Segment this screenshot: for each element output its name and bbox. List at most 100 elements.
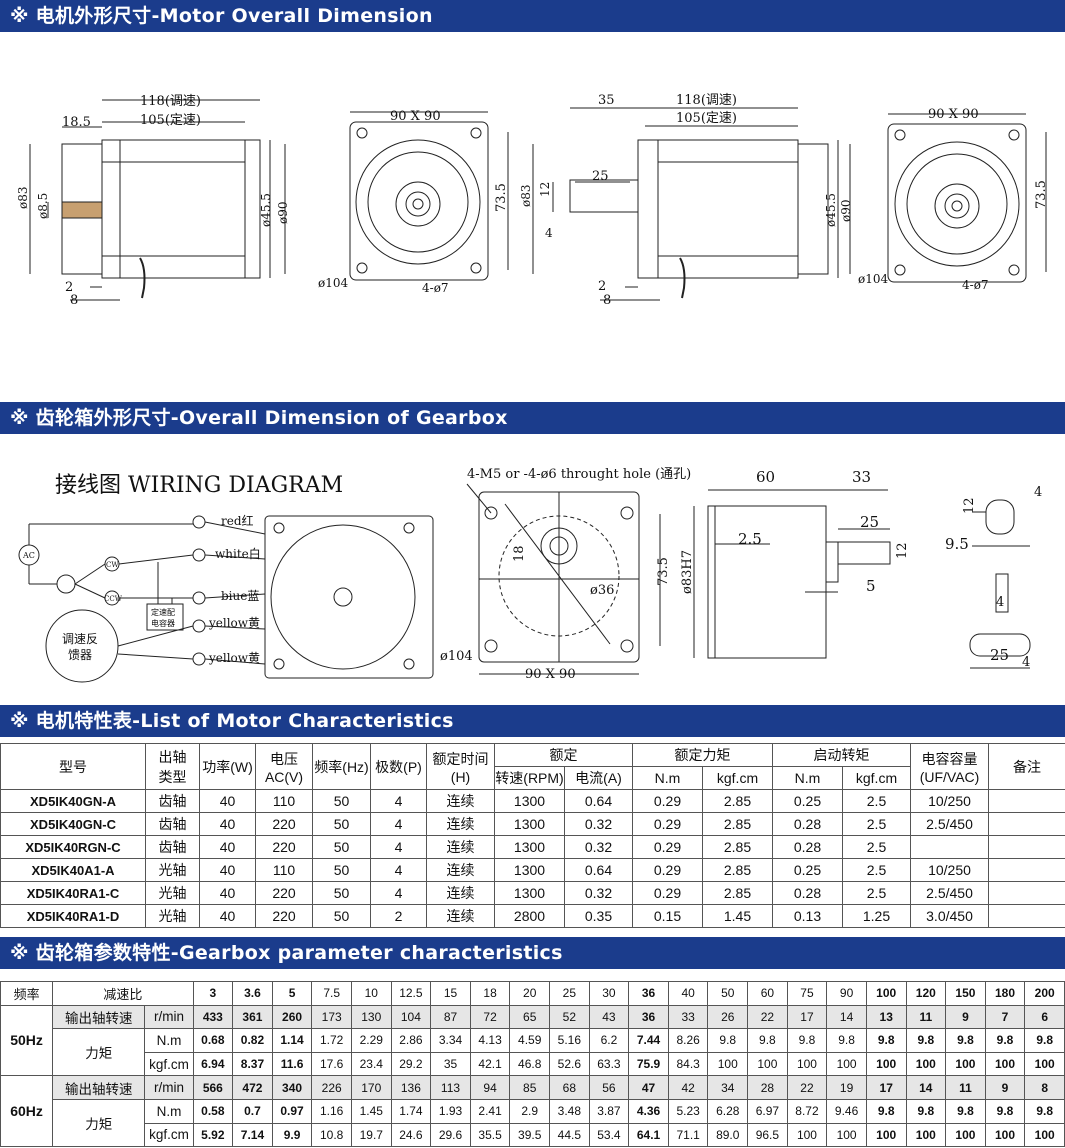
table-cell: 0.28: [772, 881, 843, 905]
dim-key-4c: 4: [1022, 655, 1030, 670]
speed-cell: 43: [588, 1004, 630, 1030]
table-cell: 10/250: [910, 789, 989, 813]
dim-35: 35: [598, 93, 615, 108]
unit-cell: kgf.cm: [144, 1051, 194, 1077]
dim-12: 12: [538, 182, 552, 197]
speed-cell: 26: [707, 1004, 749, 1030]
torque-kgf-cell: 39.5: [509, 1122, 551, 1148]
table-cell: 齿轴: [145, 789, 200, 813]
speed-cell: 361: [232, 1004, 273, 1030]
unit-cell: N.m: [144, 1028, 194, 1053]
speed-cell: 472: [232, 1075, 273, 1100]
table-cell: 3.0/450: [910, 904, 989, 928]
speed-cell: 56: [588, 1075, 630, 1100]
table-cell: [988, 835, 1065, 859]
ratio-cell: 25: [549, 981, 590, 1006]
speed-cell: 173: [311, 1004, 352, 1030]
wiring-diagram-title: 接线图 WIRING DIAGRAM: [55, 473, 343, 498]
dim-key-12: 12: [962, 497, 977, 514]
motor-shaft: [569, 179, 639, 213]
col-power: 功率(W): [199, 743, 256, 790]
dim-18-5: 18.5: [62, 115, 91, 130]
ratio-cell: 5: [271, 981, 313, 1006]
torque-kgf-cell: 53.4: [588, 1122, 630, 1148]
torque-nm-cell: 4.59: [509, 1028, 551, 1053]
dim-2-right: 2: [598, 279, 606, 294]
ratio-cell: 12.5: [390, 981, 432, 1006]
speed-cell: 14: [826, 1004, 867, 1030]
table-cell: [988, 812, 1065, 836]
col-current: 电流(A): [564, 766, 633, 790]
table-cell: 1300: [494, 835, 565, 859]
torque-nm-cell: 9.8: [826, 1028, 867, 1053]
table-cell: 光轴: [145, 858, 200, 882]
table-cell: 连续: [426, 835, 495, 859]
speed-cell: 19: [826, 1075, 867, 1100]
unit-cell: N.m: [144, 1098, 194, 1124]
ratio-cell: 200: [1024, 981, 1065, 1006]
speed-cell: 22: [747, 1004, 788, 1030]
wire-blue: biue蓝: [221, 589, 259, 603]
torque-kgf-cell: 63.3: [588, 1051, 630, 1077]
torque-kgf-cell: 89.0: [707, 1122, 749, 1148]
dim-90-right: ø90: [839, 200, 853, 223]
torque-kgf-cell: 35: [430, 1051, 471, 1077]
dim-104-right: ø104: [858, 272, 888, 286]
ratio-cell: 3.6: [232, 981, 273, 1006]
table-cell: 4: [370, 812, 427, 836]
dim-83-right: ø83: [519, 185, 533, 208]
table-cell: 光轴: [145, 881, 200, 905]
dim-key-4a: 4: [1034, 485, 1042, 500]
table-cell: 2.5: [842, 812, 911, 836]
col-capacitor: 电容容量(UF/VAC): [910, 743, 989, 790]
speed-cell: 17: [786, 1004, 828, 1030]
speed-cell: 226: [311, 1075, 352, 1100]
dim-73-5-gear: 73.5: [656, 557, 671, 586]
ratio-cell: 180: [984, 981, 1026, 1006]
speed-cell: 11: [945, 1075, 986, 1100]
table-cell: 50: [312, 858, 371, 882]
speed-cell: 566: [192, 1075, 234, 1100]
dim-36: ø36: [590, 583, 614, 598]
ratio-cell: 7.5: [311, 981, 352, 1006]
dim-90-left: ø90: [276, 202, 290, 225]
torque-nm-cell: 2.29: [350, 1028, 392, 1053]
speed-cell: 22: [786, 1075, 828, 1100]
freq-header: 频率: [0, 981, 54, 1006]
torque-kgf-cell: 84.3: [667, 1051, 709, 1077]
torque-kgf-cell: 5.92: [192, 1122, 234, 1148]
dim-5: 5: [866, 577, 876, 595]
torque-kgf-cell: 100: [905, 1051, 947, 1077]
table-cell: 0.29: [632, 881, 703, 905]
table-cell: 2.5: [842, 789, 911, 813]
table-cell: 1300: [494, 881, 565, 905]
table-cell: 1.45: [702, 904, 773, 928]
dim-90x90-right: 90 X 90: [928, 107, 979, 122]
torque-kgf-cell: 46.8: [509, 1051, 551, 1077]
table-cell: [988, 881, 1065, 905]
torque-nm-cell: 0.82: [232, 1028, 273, 1053]
table-cell: 1300: [494, 858, 565, 882]
table-cell: 0.29: [632, 858, 703, 882]
torque-kgf-cell: 100: [945, 1051, 986, 1077]
torque-kgf-cell: 100: [826, 1051, 867, 1077]
table-cell: 40: [199, 789, 256, 813]
table-cell: 1300: [494, 812, 565, 836]
table-cell: 0.13: [772, 904, 843, 928]
table-cell: 0.29: [632, 789, 703, 813]
ratio-cell: 30: [588, 981, 630, 1006]
ratio-header: 减速比: [52, 981, 194, 1006]
speed-cell: 34: [707, 1075, 749, 1100]
model-cell: XD5IK40RA1-C: [0, 881, 146, 905]
speed-cell: 260: [271, 1004, 313, 1030]
torque-kgf-cell: 100: [984, 1051, 1026, 1077]
col-torque: 额定力矩: [632, 743, 773, 767]
torque-nm-cell: 5.16: [549, 1028, 590, 1053]
table-cell: 0.25: [772, 789, 843, 813]
